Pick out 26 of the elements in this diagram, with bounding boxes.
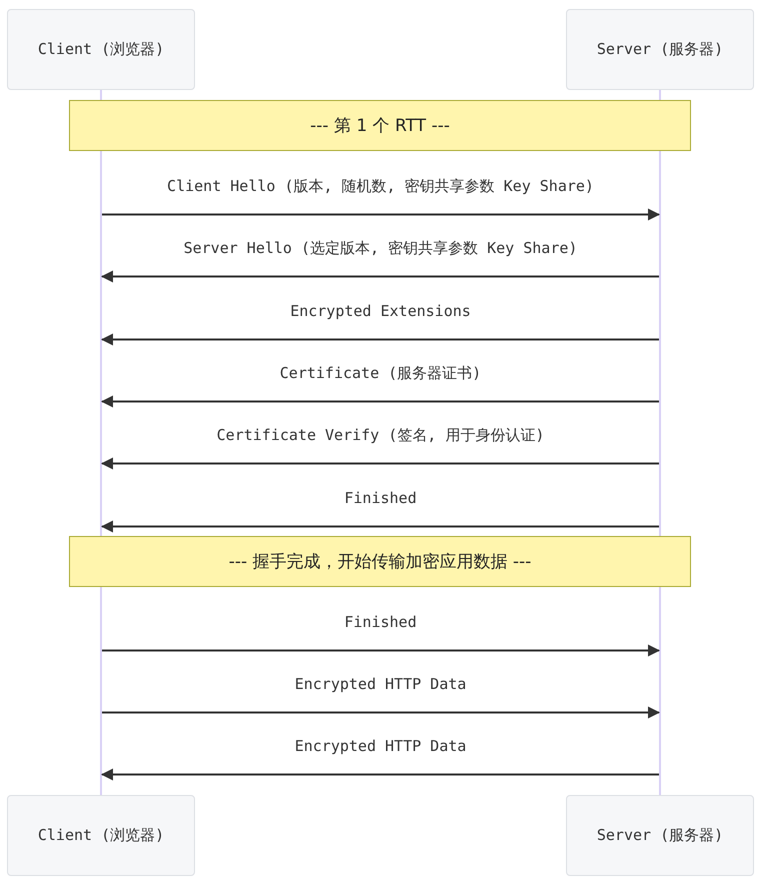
message-arrow [101, 270, 659, 282]
participant-box: Client (浏览器) [7, 795, 195, 876]
message-arrow [102, 706, 660, 718]
message-arrow [101, 520, 659, 532]
lifeline [659, 90, 661, 795]
message-label: Encrypted HTTP Data [294, 674, 466, 692]
participant-box: Client (浏览器) [7, 9, 195, 90]
message-label: Client Hello (版本, 随机数, 密钥共享参数 Key Share) [167, 176, 594, 196]
message-label: Encrypted HTTP Data [294, 736, 466, 754]
note-band: --- 握手完成，开始传输加密应用数据 --- [69, 536, 691, 587]
message-label: Encrypted Extensions [290, 302, 471, 320]
message-arrow [101, 334, 659, 346]
message-arrow [102, 208, 660, 220]
message-arrow [101, 458, 659, 470]
participant-box: Server (服务器) [566, 795, 754, 876]
message-arrow [101, 768, 659, 780]
message-label: Certificate (服务器证书) [280, 364, 482, 382]
note-band: --- 第 1 个 RTT --- [69, 100, 691, 151]
participant-box: Server (服务器) [566, 9, 754, 90]
message-label: Finished [344, 612, 417, 630]
message-label: Finished [344, 488, 417, 506]
message-label: Server Hello (选定版本, 密钥共享参数 Key Share) [184, 238, 578, 258]
lifeline [100, 90, 102, 795]
message-label: Certificate Verify (签名, 用于身份认证) [216, 426, 544, 444]
message-arrow [102, 644, 660, 656]
message-arrow [101, 396, 659, 408]
